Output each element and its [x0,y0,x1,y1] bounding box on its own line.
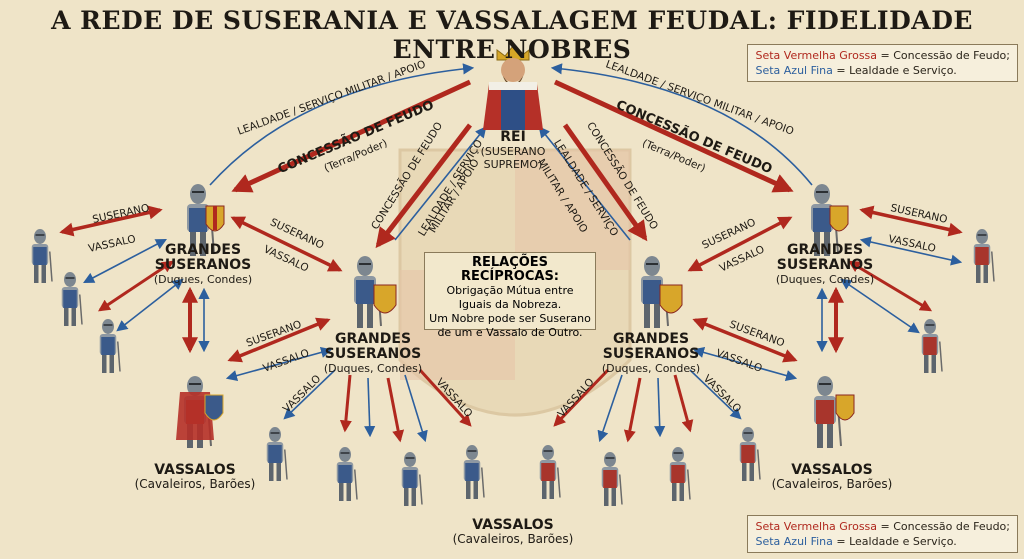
grandes-detail: (Duques, Condes) [153,273,253,286]
vassalos-name: VASSALOS [791,462,873,478]
reciprocal-line3: Um Nobre pode ser Suserano [429,312,591,325]
legend-red-label: Seta Vermelha Grossa [755,49,878,62]
grant-arrow [553,79,794,193]
loyalty-arrow [550,63,813,186]
vassalos-label-left: VASSALOS (Cavaleiros, Barões) [130,463,260,491]
legend-top: Seta Vermelha Grossa = Concessão de Feud… [747,44,1018,82]
grandes-label-center-right: GRANDES SUSERANOS (Duques, Condes) [596,331,706,376]
vassalos-detail: (Cavaleiros, Barões) [134,477,256,491]
grandes-line2: SUSERANOS [324,346,422,362]
grant-arrow [562,123,648,242]
legend-blue-meaning: = Lealdade e Serviço. [832,535,957,548]
vassalos-name: VASSALOS [472,517,554,533]
grandes-detail: (Duques, Condes) [323,362,423,375]
vassalos-label-bottom: VASSALOS (Cavaleiros, Barões) [448,518,578,546]
knight-figure [973,228,995,284]
loyalty-arrow [538,126,631,241]
king-name: REI [500,129,526,145]
king-label: REI (SUSERANO SUPREMO) [473,129,553,172]
vassalos-name: VASSALOS [154,462,236,478]
knight-figure [921,318,943,374]
knight-figure [336,446,358,502]
reciprocal-line4: de um e Vassalo de Outro. [437,326,583,339]
grandes-line2: SUSERANOS [602,346,700,362]
grandes-label-right: GRANDES SUSERANOS (Duques, Condes) [770,242,880,287]
king-figure [483,45,543,130]
knight-figure [739,426,761,482]
grant-arrow [231,79,472,193]
king-role-1: (SUSERANO [480,145,546,158]
grandes-detail: (Duques, Condes) [601,362,701,375]
shield-icon [204,394,224,421]
shield-icon [835,394,855,421]
grandes-line1: GRANDES [612,331,690,347]
shield-icon [373,284,397,314]
legend-blue-label: Seta Azul Fina [755,64,833,77]
vassalos-detail: (Cavaleiros, Barões) [771,477,893,491]
grandes-line1: GRANDES [334,331,412,347]
grandes-line2: SUSERANOS [154,257,252,273]
legend-red-meaning: = Concessão de Feudo; [877,520,1010,533]
loyalty-arrow [394,126,487,241]
reciprocal-line2: Iguais da Nobreza. [458,298,562,311]
grant-arrow [375,123,472,249]
legend-blue-meaning: = Lealdade e Serviço. [832,64,957,77]
knight-figure [266,426,288,482]
grandes-detail: (Duques, Condes) [775,273,875,286]
grandes-label-left: GRANDES SUSERANOS (Duques, Condes) [148,242,258,287]
knight-figure [99,318,121,374]
page-title: A REDE DE SUSERANIA E VASSALAGEM FEUDAL:… [51,6,973,64]
king-role-2: SUPREMO) [483,158,543,171]
reciprocal-relations-box: RELAÇÕES RECÍPROCAS: Obrigação Mútua ent… [424,252,596,339]
knight-figure [61,271,83,327]
grandes-line2: SUSERANOS [776,257,874,273]
knight-figure [601,451,623,507]
grandes-line1: GRANDES [786,242,864,258]
knight-figure [463,444,485,500]
vassalos-label-right: VASSALOS (Cavaleiros, Barões) [767,463,897,491]
grandes-label-center-left: GRANDES SUSERANOS (Duques, Condes) [318,331,428,376]
legend-red-label: Seta Vermelha Grossa [755,520,878,533]
vassalos-detail: (Cavaleiros, Barões) [452,532,574,546]
shield-icon [829,205,849,232]
reciprocal-heading: RELAÇÕES RECÍPROCAS: [460,255,560,284]
shield-icon [659,284,683,314]
knight-figure [669,446,691,502]
loyalty-arrow [209,63,475,186]
knight-figure [539,444,561,500]
crown-icon [496,45,530,61]
legend-blue-label: Seta Azul Fina [755,535,833,548]
legend-red-meaning: = Concessão de Feudo; [877,49,1010,62]
legend-bottom: Seta Vermelha Grossa = Concessão de Feud… [747,515,1018,553]
reciprocal-line1: Obrigação Mútua entre [446,284,574,297]
knight-figure [401,451,423,507]
knight-figure [31,228,53,284]
grandes-line1: GRANDES [164,242,242,258]
